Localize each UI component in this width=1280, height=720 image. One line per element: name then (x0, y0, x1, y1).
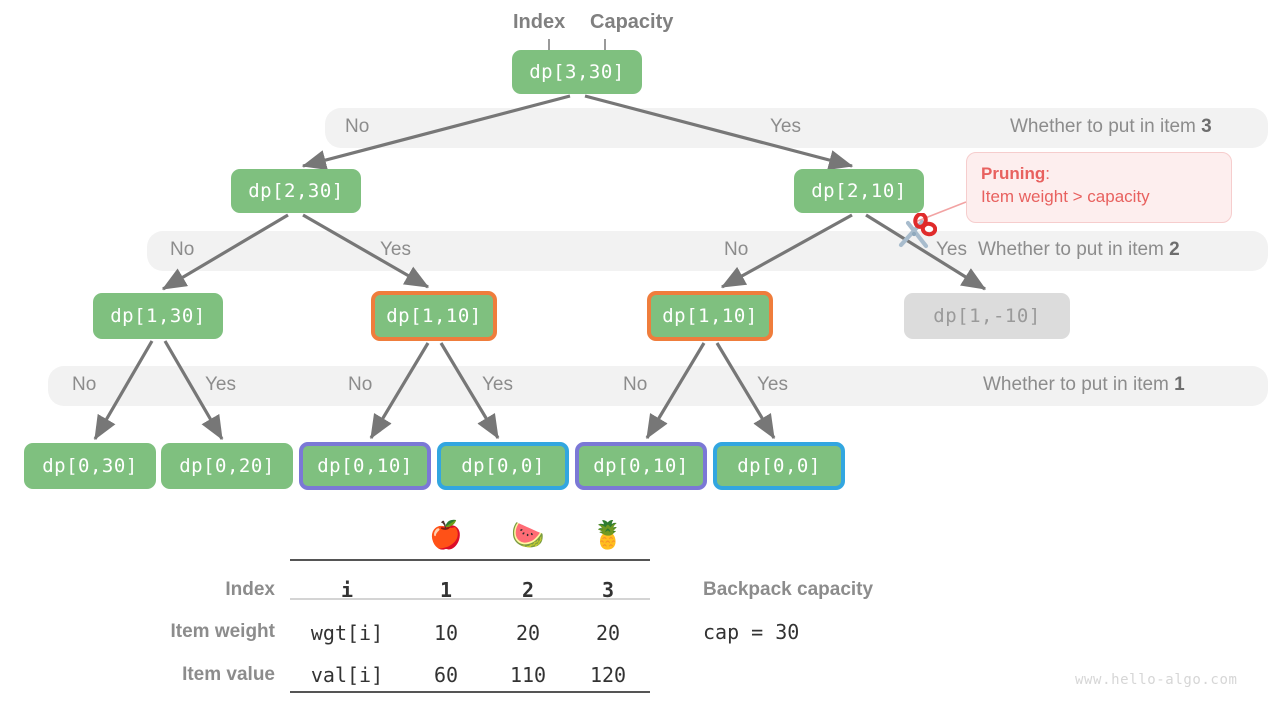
edge-root-yes (584, 94, 854, 171)
band-item-2-question-text: Whether to put in item (978, 239, 1170, 260)
node-dp-0-0-a: dp[0,0] (437, 442, 569, 490)
band-item-2-no: No (170, 239, 195, 260)
edge-110b-yes (715, 342, 776, 440)
edge-root-no (301, 94, 571, 171)
table-row-value-cell-2: 110 (509, 663, 547, 687)
table-row-weight-cell-0: wgt[i] (310, 621, 384, 645)
edge-210-no (720, 213, 853, 289)
node-dp-1-10-b: dp[1,10] (647, 291, 773, 341)
row-label-item-value: Item value (182, 664, 275, 685)
band-item-2-item-number: 2 (1169, 239, 1180, 260)
table-row-weight-cell-1: 10 (433, 621, 459, 645)
node-dp-1-neg10: dp[1,-10] (904, 293, 1070, 339)
pruning-connector (914, 201, 967, 223)
header-label-index: Index (513, 11, 566, 33)
node-dp-0-30: dp[0,30] (24, 443, 156, 489)
band-item-3-question-text: Whether to put in item (1010, 116, 1202, 137)
node-dp-3-30: dp[3,30] (512, 50, 642, 94)
band-item-3-item-number: 3 (1201, 116, 1212, 137)
backpack-capacity-value: cap = 30 (703, 620, 800, 644)
band-item-2-yes: Yes (380, 239, 411, 260)
header-label-capacity: Capacity (590, 11, 674, 33)
band-item-3-yes: Yes (770, 116, 801, 137)
watermark: www.hello-algo.com (1075, 672, 1238, 688)
scissors-icon (895, 212, 938, 260)
edge-210-yes-pruned (865, 213, 987, 291)
watermelon-icon: 🍉 (511, 520, 545, 550)
edge-130-yes (163, 340, 224, 441)
decision-band-item-3 (325, 108, 1268, 148)
pruning-line-2: Item weight > capacity (981, 187, 1150, 206)
table-row-index-cell-2: 2 (521, 578, 535, 602)
table-row-value-cell-3: 120 (589, 663, 627, 687)
node-dp-0-10-a: dp[0,10] (299, 442, 431, 490)
table-row-weight-cell-2: 20 (515, 621, 541, 645)
edge-110a-yes (439, 342, 500, 440)
pineapple-icon: 🍍 (591, 520, 625, 550)
node-dp-2-30: dp[2,30] (231, 169, 361, 213)
pruning-colon: : (1045, 164, 1050, 183)
table-row-value-cell-0: val[i] (310, 663, 384, 687)
band-item-1-no-0: No (72, 374, 97, 395)
band-item-3-no: No (345, 116, 370, 137)
table-row-value-cell-1: 60 (433, 663, 459, 687)
table-rule-bottom (290, 691, 650, 693)
apple-icon: 🍎 (429, 520, 463, 550)
band-item-1-item-number: 1 (1174, 374, 1185, 395)
row-label-index: Index (225, 579, 275, 600)
table-row-index-cell-0: i (340, 578, 354, 602)
decision-band-item-1 (48, 366, 1268, 406)
node-dp-1-10-a: dp[1,10] (371, 291, 497, 341)
decision-band-item-2 (147, 231, 1268, 271)
pruning-callout: Pruning: Item weight > capacity (966, 152, 1232, 223)
edge-110b-no (645, 342, 706, 440)
table-row-index-cell-1: 1 (439, 578, 453, 602)
band-item-1-no-1: No (348, 374, 373, 395)
band-item-2-no-2: No (724, 239, 749, 260)
table-row-index-cell-3: 3 (601, 578, 615, 602)
band-item-2-yes-2: Yes (936, 239, 967, 260)
band-item-2-question: Whether to put in item 2 (978, 239, 1180, 261)
table-rule-top (290, 559, 650, 561)
edge-230-yes (302, 213, 430, 289)
node-dp-1-30: dp[1,30] (93, 293, 223, 339)
node-dp-0-0-b: dp[0,0] (713, 442, 845, 490)
band-item-1-no-2: No (623, 374, 648, 395)
edge-230-no (161, 213, 289, 291)
node-dp-0-10-b: dp[0,10] (575, 442, 707, 490)
band-item-1-question-text: Whether to put in item (983, 374, 1175, 395)
band-item-1-yes-1: Yes (482, 374, 513, 395)
pruning-title: Pruning (981, 164, 1046, 183)
node-dp-0-20: dp[0,20] (161, 443, 293, 489)
band-item-1-yes-0: Yes (205, 374, 236, 395)
node-dp-2-10: dp[2,10] (794, 169, 924, 213)
edge-130-no (93, 340, 154, 441)
band-item-1-yes-2: Yes (757, 374, 788, 395)
table-row-weight-cell-3: 20 (595, 621, 621, 645)
row-label-item-weight: Item weight (170, 621, 275, 642)
band-item-3-question: Whether to put in item 3 (1010, 116, 1212, 138)
backpack-capacity-title: Backpack capacity (703, 579, 874, 600)
band-item-1-question: Whether to put in item 1 (983, 374, 1185, 396)
table-rule-mid (290, 598, 650, 600)
pruning-line-1: Pruning: (981, 162, 1217, 185)
edge-110a-no (369, 342, 430, 440)
